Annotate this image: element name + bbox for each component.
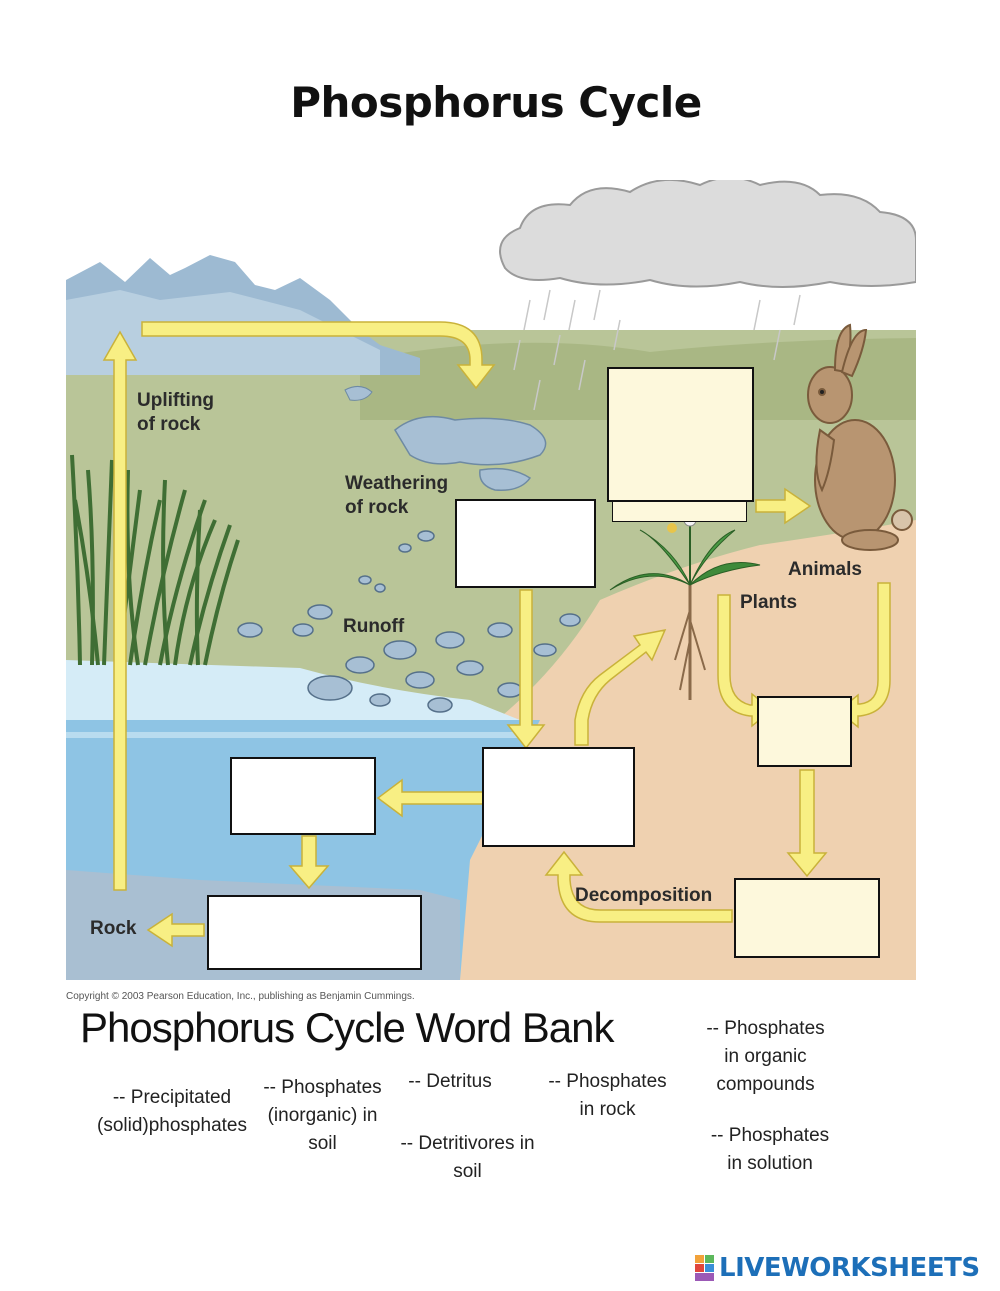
answer-box-soil[interactable] (482, 747, 635, 847)
rain (513, 289, 801, 411)
arrow-to-plants (574, 628, 667, 746)
label-runoff: Runoff (343, 616, 405, 637)
rabbit (807, 323, 913, 551)
arrow-decomposition (544, 850, 733, 923)
word-bank-item: -- Phosphates in rock (548, 1071, 667, 1120)
arrow-decomp-down (786, 769, 828, 878)
word-bank-item: -- Detritivores in soil (400, 1133, 535, 1182)
answer-box-sediment[interactable] (207, 895, 422, 970)
answer-box-water[interactable] (230, 757, 376, 835)
brand-name: LIVEWORKSHEETS (719, 1253, 980, 1283)
page-title: Phosphorus Cycle (290, 78, 702, 127)
answer-box-runoff[interactable] (455, 499, 596, 588)
label-uplifting: Uplifting of rock (137, 390, 215, 435)
copyright-text: Copyright © 2003 Pearson Education, Inc.… (66, 991, 415, 1002)
pebbles (237, 530, 435, 638)
word-bank-item: -- Precipitated (solid)phosphates (97, 1087, 247, 1136)
arrow-plant-to-animal (755, 487, 812, 525)
arrow-uplift (102, 330, 138, 891)
label-animals: Animals (788, 559, 862, 580)
weathering-rocks (394, 415, 547, 466)
answer-box-detritivores[interactable] (734, 878, 880, 958)
answer-box-plants-base (612, 502, 747, 522)
runoff-stones (307, 613, 581, 713)
word-bank-item: -- Phosphates in solution (710, 1125, 830, 1174)
cycle-arrows (102, 321, 891, 948)
word-bank-title: Phosphorus Cycle Word Bank (80, 1004, 614, 1051)
arrow-soil-to-water (376, 778, 484, 818)
arrow-weathering-down (506, 589, 546, 750)
word-bank-item: -- Phosphates in organic compounds (706, 1018, 825, 1095)
label-decomposition: Decomposition (575, 885, 713, 906)
arrow-water-down (288, 835, 330, 890)
shore-water (66, 660, 520, 720)
label-weathering: Weathering of rock (345, 473, 449, 518)
label-plants: Plants (740, 592, 798, 613)
label-rock: Rock (90, 918, 137, 939)
word-bank-item: -- Detritus (408, 1071, 492, 1092)
answer-box-plants[interactable] (607, 367, 754, 502)
cloud (499, 180, 916, 288)
brand-logo: LIVEWORKSHEETS (695, 1253, 980, 1283)
word-bank-item: -- Phosphates (inorganic) in soil (263, 1077, 382, 1154)
liveworksheets-icon (695, 1255, 715, 1281)
arrow-to-rock (146, 912, 205, 948)
arrow-top-right (141, 321, 496, 390)
answer-box-organic[interactable] (757, 696, 852, 767)
